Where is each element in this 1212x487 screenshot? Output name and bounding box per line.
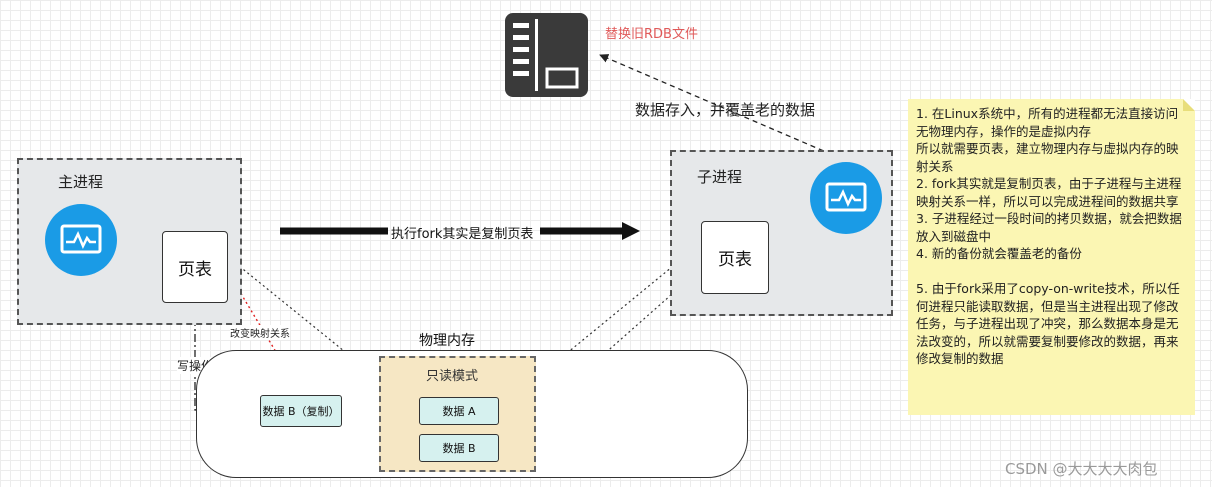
note-line: 3. 子进程经过一段时间的拷贝数据，就会把数据放入到磁盘中 — [916, 211, 1182, 244]
child-page-table: 页表 — [701, 221, 769, 294]
note-line: 所以就需要页表，建立物理内存与虚拟内存的映射关系 — [916, 141, 1179, 174]
note-line: 1. 在Linux系统中，所有的进程都无法直接访问无物理内存，操作的是虚拟内存 — [916, 106, 1179, 139]
explanation-note: 1. 在Linux系统中，所有的进程都无法直接访问无物理内存，操作的是虚拟内存 … — [908, 99, 1195, 415]
note-line — [916, 263, 1187, 281]
rdb-label: 替换旧RDB文件 — [605, 27, 698, 42]
change-mapping-label: 改变映射关系 — [230, 325, 290, 340]
note-line: 4. 新的备份就会覆盖老的备份 — [916, 246, 1082, 261]
readonly-title: 只读模式 — [426, 369, 479, 384]
fork-arrow-head — [622, 222, 640, 240]
watermark: CSDN @大大大大肉包 — [1005, 460, 1158, 478]
save-arrow-label: 数据存入，并覆盖老的数据 — [635, 101, 816, 119]
note-line: 2. fork其实就是复制页表，由于子进程与主进程映射关系一样，所以可以完成进程… — [916, 176, 1182, 209]
note-fold-corner — [1183, 99, 1195, 111]
data-b-copy-cell: 数据 B（复制） — [260, 395, 342, 427]
memory-title: 物理内存 — [419, 333, 475, 349]
save-arrow-line — [599, 54, 841, 159]
child-process-title: 子进程 — [697, 168, 743, 186]
child-monitor-icon — [810, 162, 882, 234]
fork-label: 执行fork其实是复制页表 — [391, 227, 534, 242]
note-line: 5. 由于fork采用了copy-on-write技术，所以任何进程只能读取数据… — [916, 281, 1180, 366]
data-b-cell: 数据 B — [419, 434, 499, 462]
main-monitor-icon — [45, 204, 117, 276]
main-page-table: 页表 — [162, 231, 228, 303]
rdb-file-icon — [505, 13, 588, 97]
main-process-title: 主进程 — [58, 173, 104, 191]
main-to-data-a — [227, 256, 419, 412]
data-a-cell: 数据 A — [419, 397, 499, 425]
